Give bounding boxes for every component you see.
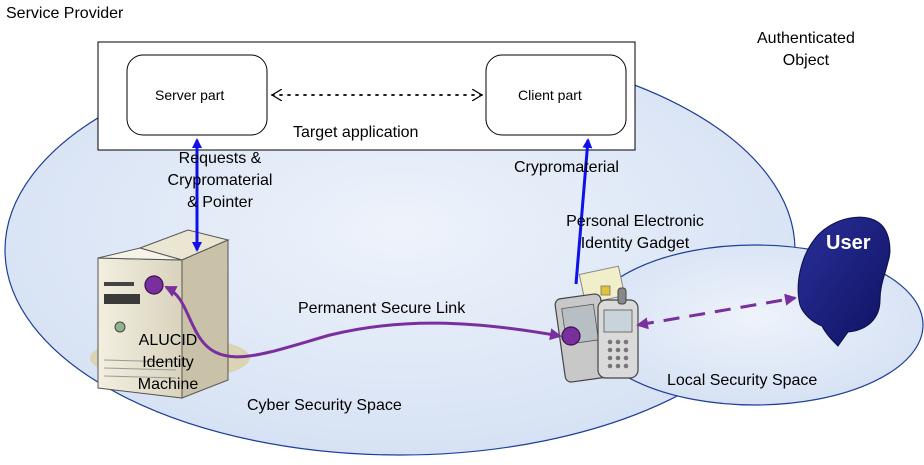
- client-part-label: Client part: [518, 87, 582, 103]
- user-label: User: [826, 232, 871, 254]
- client-part-box: [485, 54, 627, 136]
- alucid-machine-label: ALUCID Identity Machine: [137, 332, 199, 393]
- mobile-phones-icon: [554, 265, 639, 383]
- user-gadget-link: [636, 293, 797, 330]
- requests-label: Requests & Crypromaterial & Pointer: [167, 150, 273, 211]
- authenticated-object-label: Authenticated Object: [757, 30, 855, 69]
- target-application-label: Target application: [293, 124, 419, 141]
- local-space-label: Local Security Space: [667, 372, 818, 389]
- server-part-box: [126, 54, 268, 136]
- cyber-space-label: Cyber Security Space: [247, 397, 402, 414]
- permanent-link-label: Permanent Secure Link: [298, 300, 466, 317]
- user-head-icon: [797, 216, 891, 347]
- client-crypromaterial-arrow: [574, 138, 593, 285]
- server-part-label: Server part: [155, 87, 225, 103]
- service-provider-label: Service Provider: [6, 5, 124, 22]
- server-link-node: [144, 275, 164, 295]
- permanent-secure-link-curve: [164, 285, 562, 359]
- gadget-link-node: [561, 326, 581, 346]
- crypromaterial-label: Crypromaterial: [514, 159, 619, 176]
- gadget-label: Personal Electronic Identity Gadget: [566, 213, 704, 252]
